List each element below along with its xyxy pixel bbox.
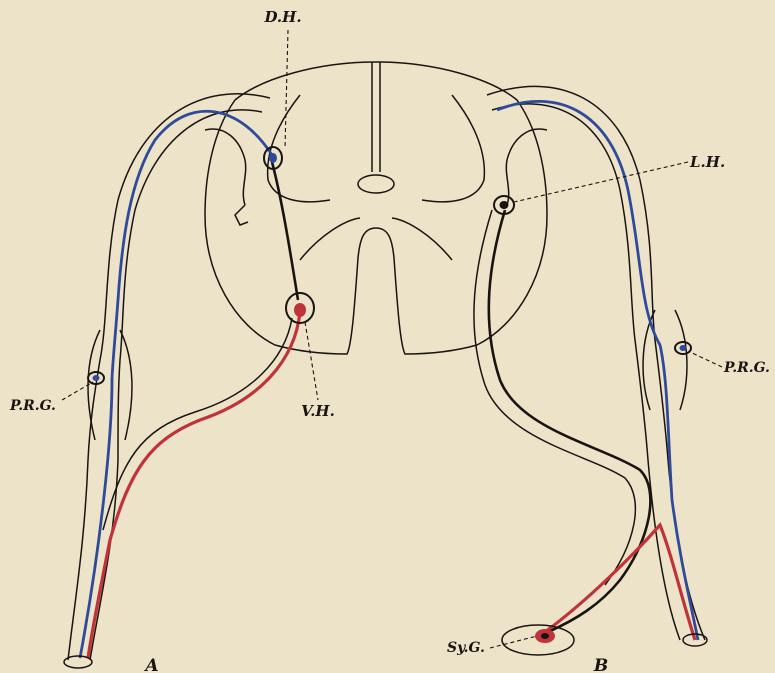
left-nerve-sheath-inner [90, 110, 262, 660]
right-afferent-fibre [497, 101, 698, 640]
left-nerve-cut-end [64, 656, 92, 668]
dorsal-horn-left-outline [205, 129, 246, 205]
leader-vh [305, 322, 318, 400]
dorsal-horn-right-outline [506, 129, 547, 205]
leader-lh [514, 162, 688, 202]
left-efferent-outline [103, 318, 292, 530]
cord-outline [205, 62, 547, 354]
label-panel-b: B [593, 656, 608, 673]
central-canal [358, 175, 394, 193]
horn-left-notch [235, 205, 248, 225]
label-panel-a: A [143, 656, 158, 673]
right-preganglionic-outline [474, 210, 635, 585]
right-ganglion-cell [675, 342, 691, 354]
dorsal-median-septum [372, 62, 380, 172]
grey-matter-left [300, 218, 360, 260]
sympathetic-ganglion-cell [535, 629, 555, 643]
label-sympathetic-ganglion: Sy.G. [447, 640, 485, 656]
leader-syg [490, 636, 537, 648]
label-posterior-root-ganglion-right: P.R.G. [723, 360, 770, 376]
label-ventral-horn: V.H. [301, 402, 335, 420]
grey-matter-right [392, 218, 452, 260]
label-lateral-horn: L.H. [689, 153, 725, 171]
right-nerve-B [474, 86, 707, 655]
leader-dh [285, 30, 288, 148]
right-nerve-sheath-inner [492, 104, 680, 640]
leader-prg-right [690, 352, 722, 367]
label-dorsal-horn: D.H. [263, 8, 301, 26]
cord-inner-ring-right [422, 95, 484, 202]
spinal-cord-section [205, 62, 547, 354]
left-nerve-A [64, 94, 300, 668]
label-posterior-root-ganglion-left: P.R.G. [9, 398, 56, 414]
left-connector-fibre [272, 162, 298, 300]
